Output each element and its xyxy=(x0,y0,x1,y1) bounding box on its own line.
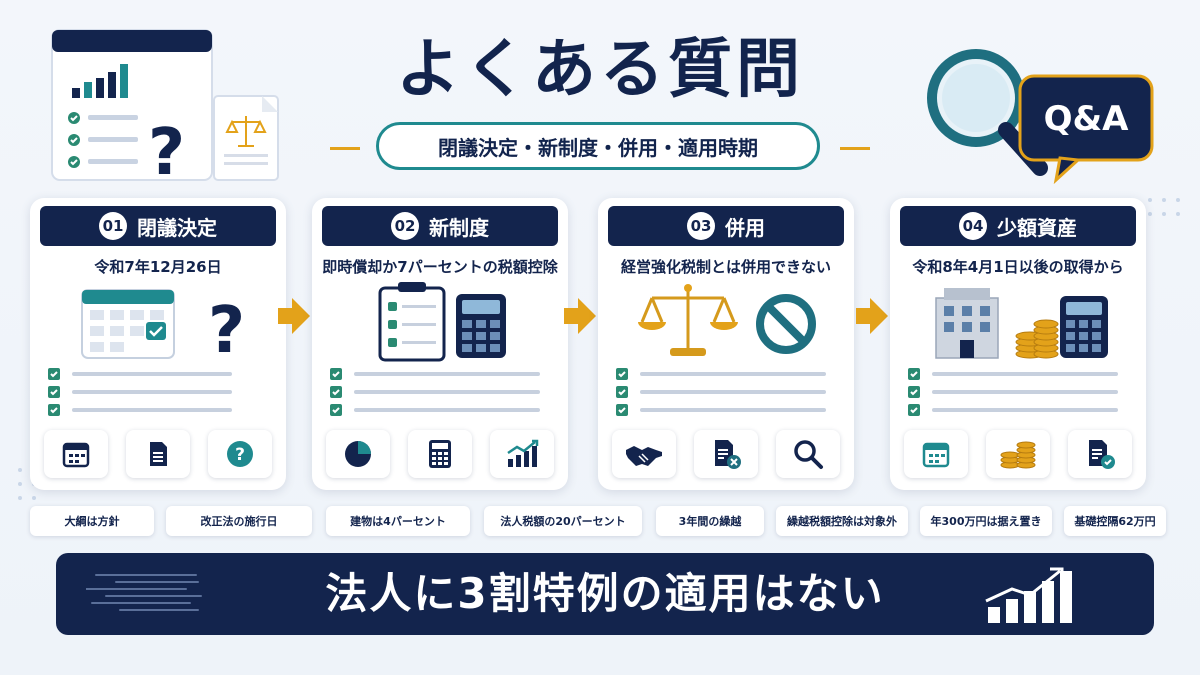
faq-card-2: 02 新制度 即時償却か7パーセントの税額控除 xyxy=(312,198,568,490)
card-icon-row: ? xyxy=(44,430,272,480)
document-check-icon xyxy=(1068,430,1132,478)
subtitle-right-rule xyxy=(840,147,870,150)
svg-text:?: ? xyxy=(208,294,245,362)
card-title: 新制度 xyxy=(429,215,489,240)
faq-card-4: 04 少額資産 令和8年4月1日以後の取得から xyxy=(890,198,1146,490)
scale-prohibited-illustration xyxy=(638,284,816,356)
growth-chart-icon xyxy=(985,567,1072,623)
dashboard-illustration: ? xyxy=(51,29,279,190)
help-icon: ? xyxy=(208,430,272,478)
magnifier-qa-illustration: Q&A xyxy=(927,49,1154,185)
keyword-tag: 建物は4パーセント xyxy=(326,506,470,536)
arrow-right-icon xyxy=(278,298,310,334)
arrow-right-icon xyxy=(564,298,596,334)
calendar-question-illustration: ? xyxy=(81,289,245,362)
card-number: 03 xyxy=(687,212,715,240)
card-title: 少額資産 xyxy=(997,215,1077,240)
checklist xyxy=(330,368,540,416)
pie-chart-icon xyxy=(326,430,390,478)
conclusion-banner: 法人に3割特例の適用はない xyxy=(56,553,1154,635)
calculator-icon xyxy=(408,430,472,478)
subtitle-banner: 閉議決定・新制度・併用・適用時期 xyxy=(330,122,870,174)
keyword-tag: 法人税額の20パーセント xyxy=(484,506,642,536)
speed-lines xyxy=(86,574,202,611)
calendar-icon xyxy=(44,430,108,478)
search-icon xyxy=(776,430,840,478)
subtitle-pill: 閉議決定・新制度・併用・適用時期 xyxy=(376,122,820,170)
growth-chart-icon xyxy=(490,430,554,478)
card-icon-row xyxy=(612,430,840,480)
subtitle-left-rule xyxy=(330,147,360,150)
svg-text:?: ? xyxy=(235,445,245,465)
keyword-tag: 基礎控隔62万円 xyxy=(1064,506,1166,536)
arrow-right-icon xyxy=(856,298,888,334)
checklist xyxy=(908,368,1118,416)
card-header: 03 併用 xyxy=(608,206,844,246)
card-header: 04 少額資産 xyxy=(900,206,1136,246)
svg-text:?: ? xyxy=(148,116,185,190)
document-icon xyxy=(126,430,190,478)
conclusion-text: 法人に3割特例の適用はない xyxy=(325,569,885,618)
page-title: よくある質問 xyxy=(396,33,804,107)
keyword-tag: 3年間の繰越 xyxy=(656,506,764,536)
card-subtitle: 即時償却か7パーセントの税額控除 xyxy=(322,258,558,276)
keyword-tag: 年300万円は据え置き xyxy=(920,506,1052,536)
card-icon-row xyxy=(904,430,1132,480)
card-number: 02 xyxy=(391,212,419,240)
card-header: 01 閉議決定 xyxy=(40,206,276,246)
card-subtitle: 経営強化税制とは併用できない xyxy=(620,258,831,276)
card-subtitle: 令和8年4月1日以後の取得から xyxy=(912,258,1124,276)
coins-icon xyxy=(986,430,1050,478)
card-subtitle: 令和7年12月26日 xyxy=(94,258,222,276)
building-coins-calculator-illustration xyxy=(935,288,1108,359)
checklist xyxy=(48,368,232,416)
keyword-tag: 大綱は方針 xyxy=(30,506,154,536)
card-number: 01 xyxy=(99,212,127,240)
card-header: 02 新制度 xyxy=(322,206,558,246)
qa-badge-text: Q&A xyxy=(1044,99,1130,139)
clipboard-calculator-illustration xyxy=(378,282,506,362)
keyword-tag: 改正法の施行日 xyxy=(166,506,312,536)
calendar-icon xyxy=(904,430,968,478)
keyword-tag: 繰越税額控除は対象外 xyxy=(776,506,908,536)
card-title: 併用 xyxy=(725,215,765,240)
checklist xyxy=(616,368,826,416)
document-cancel-icon xyxy=(694,430,758,478)
card-number: 04 xyxy=(959,212,987,240)
keyword-tags: 大綱は方針 改正法の施行日 建物は4パーセント 法人税額の20パーセント 3年間… xyxy=(30,506,1166,538)
card-title: 閉議決定 xyxy=(137,215,217,240)
card-icon-row xyxy=(326,430,554,480)
handshake-icon xyxy=(612,430,676,478)
faq-card-1: 01 閉議決定 令和7年12月26日 ? ? xyxy=(30,198,286,490)
faq-card-3: 03 併用 経営強化税制とは併用できない xyxy=(598,198,854,490)
